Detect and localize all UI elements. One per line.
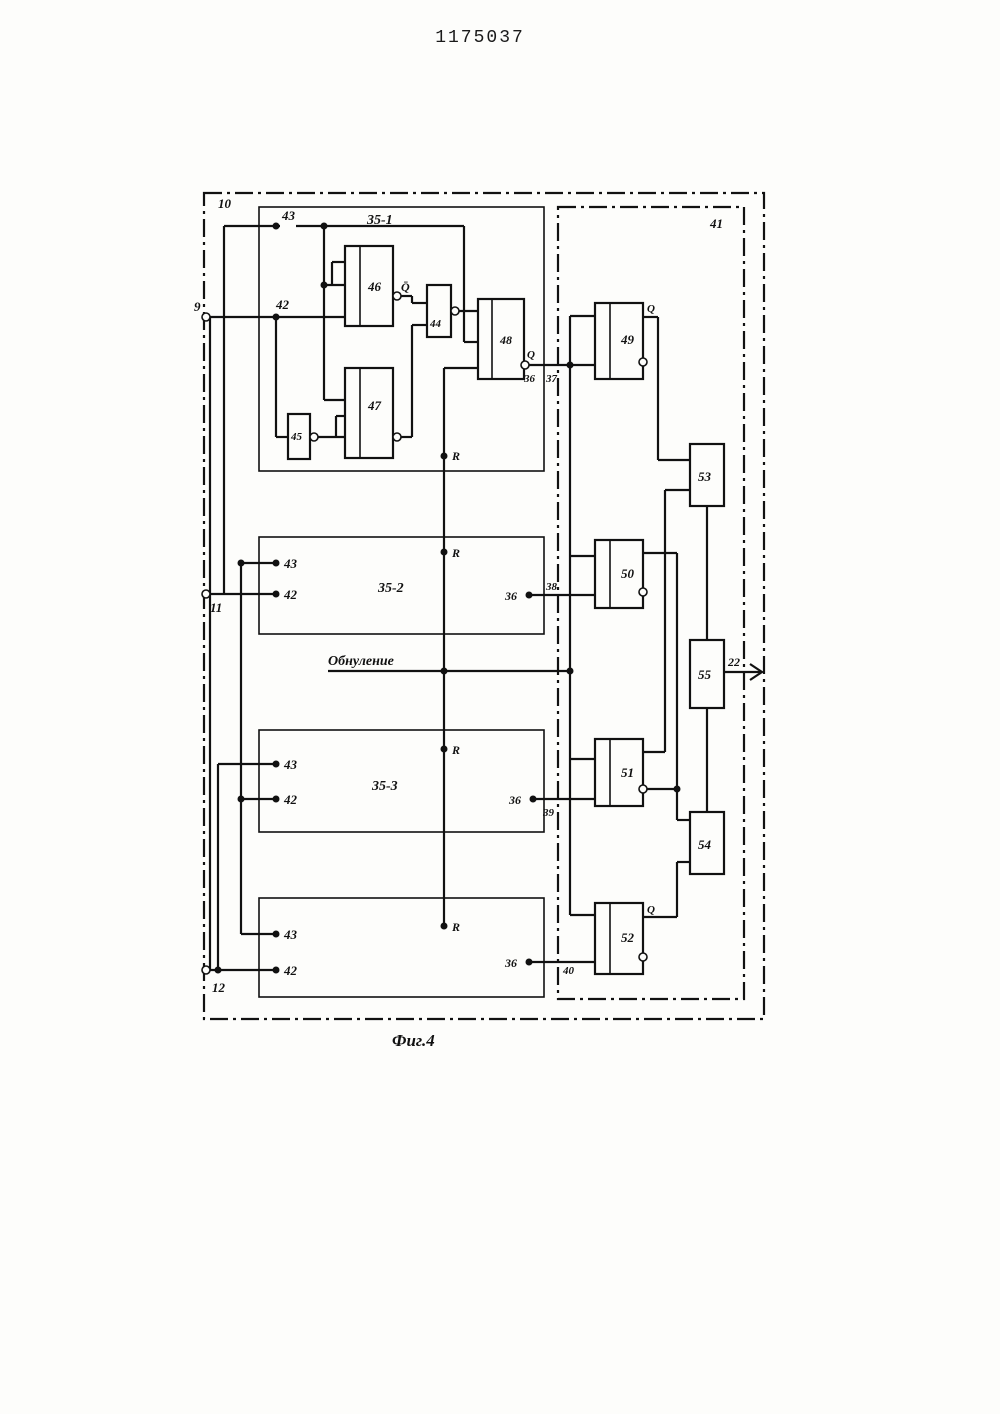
junction — [567, 362, 574, 369]
gate-45-label: 45 — [290, 431, 303, 443]
output-label: 22 — [727, 655, 740, 669]
junction — [273, 223, 280, 230]
terminal-9 — [202, 313, 210, 321]
unit-3-in43-label: 43 — [283, 757, 298, 772]
junction — [238, 560, 245, 567]
inverter-bubble — [310, 433, 318, 441]
inverter-bubble — [639, 588, 647, 596]
link-38-label: 38 — [545, 581, 558, 593]
right-block-label: 41 — [709, 216, 723, 231]
unit-2-reset-label: R — [451, 546, 460, 560]
trigger-48-q: Q — [527, 349, 535, 361]
unit-35-3-label: 35-3 — [371, 779, 398, 794]
trigger-49 — [595, 303, 643, 379]
block-54-label: 54 — [698, 837, 712, 852]
unit-1-in43-label: 43 — [281, 208, 296, 223]
inverter-bubble — [521, 361, 529, 369]
trigger-51-label: 51 — [621, 765, 634, 780]
unit-35-3-frame — [259, 730, 544, 832]
unit-2-out-label: 36 — [504, 589, 517, 603]
unit-3-in42-label: 42 — [283, 792, 298, 807]
link-39-label: 39 — [542, 807, 555, 819]
junction — [321, 282, 328, 289]
junction — [321, 223, 328, 230]
inverter-bubble — [639, 953, 647, 961]
trigger-47 — [345, 368, 393, 458]
inverter-bubble — [639, 358, 647, 366]
junction — [674, 786, 681, 793]
terminal-12 — [202, 966, 210, 974]
unit-4-in42-label: 42 — [283, 963, 298, 978]
trigger-52-label: 52 — [621, 930, 635, 945]
terminal-9-label: 9 — [194, 299, 201, 314]
figure-caption: Фиг.4 — [392, 1031, 435, 1050]
trigger-49-q: Q — [647, 303, 655, 315]
unit-35-4-frame — [259, 898, 544, 997]
trigger-50 — [595, 540, 643, 608]
trigger-51 — [595, 739, 643, 806]
unit-3-reset-label: R — [451, 743, 460, 757]
trigger-46-qbar: Q̄ — [401, 280, 410, 294]
outer-block-label: 10 — [218, 196, 232, 211]
reset-line-label: Обнуление — [328, 654, 394, 669]
unit-1-in42-label: 42 — [275, 297, 290, 312]
inverter-bubble — [393, 433, 401, 441]
unit-4-reset-label: R — [451, 920, 460, 934]
block-53-label: 53 — [698, 469, 712, 484]
link-37-label: 37 — [545, 373, 558, 385]
terminal-12-label: 12 — [212, 980, 226, 995]
unit-1-out-label: 36 — [523, 373, 536, 385]
unit-4-out-label: 36 — [504, 956, 517, 970]
terminal-11 — [202, 590, 210, 598]
unit-2-in43-label: 43 — [283, 556, 298, 571]
trigger-46-label: 46 — [367, 279, 382, 294]
trigger-48-label: 48 — [499, 333, 512, 347]
link-40-label: 40 — [562, 965, 575, 977]
inverter-bubble — [451, 307, 459, 315]
junction — [238, 796, 245, 803]
gate-44-label: 44 — [429, 318, 442, 330]
trigger-47-label: 47 — [367, 398, 382, 413]
unit-35-2-label: 35-2 — [377, 581, 404, 596]
terminal-11-label: 11 — [210, 600, 222, 615]
unit-3-out-label: 36 — [508, 793, 521, 807]
junction — [441, 668, 448, 675]
junction — [215, 967, 222, 974]
inverter-bubble — [639, 785, 647, 793]
unit-4-in43-label: 43 — [283, 927, 298, 942]
inverter-bubble — [393, 292, 401, 300]
block-55-label: 55 — [698, 667, 712, 682]
unit-1-reset-label: R — [451, 449, 460, 463]
trigger-52-q: Q — [647, 904, 655, 916]
trigger-52 — [595, 903, 643, 974]
trigger-49-label: 49 — [620, 332, 635, 347]
unit-2-in42-label: 42 — [283, 587, 298, 602]
trigger-50-label: 50 — [621, 566, 635, 581]
right-block-frame — [558, 207, 744, 999]
